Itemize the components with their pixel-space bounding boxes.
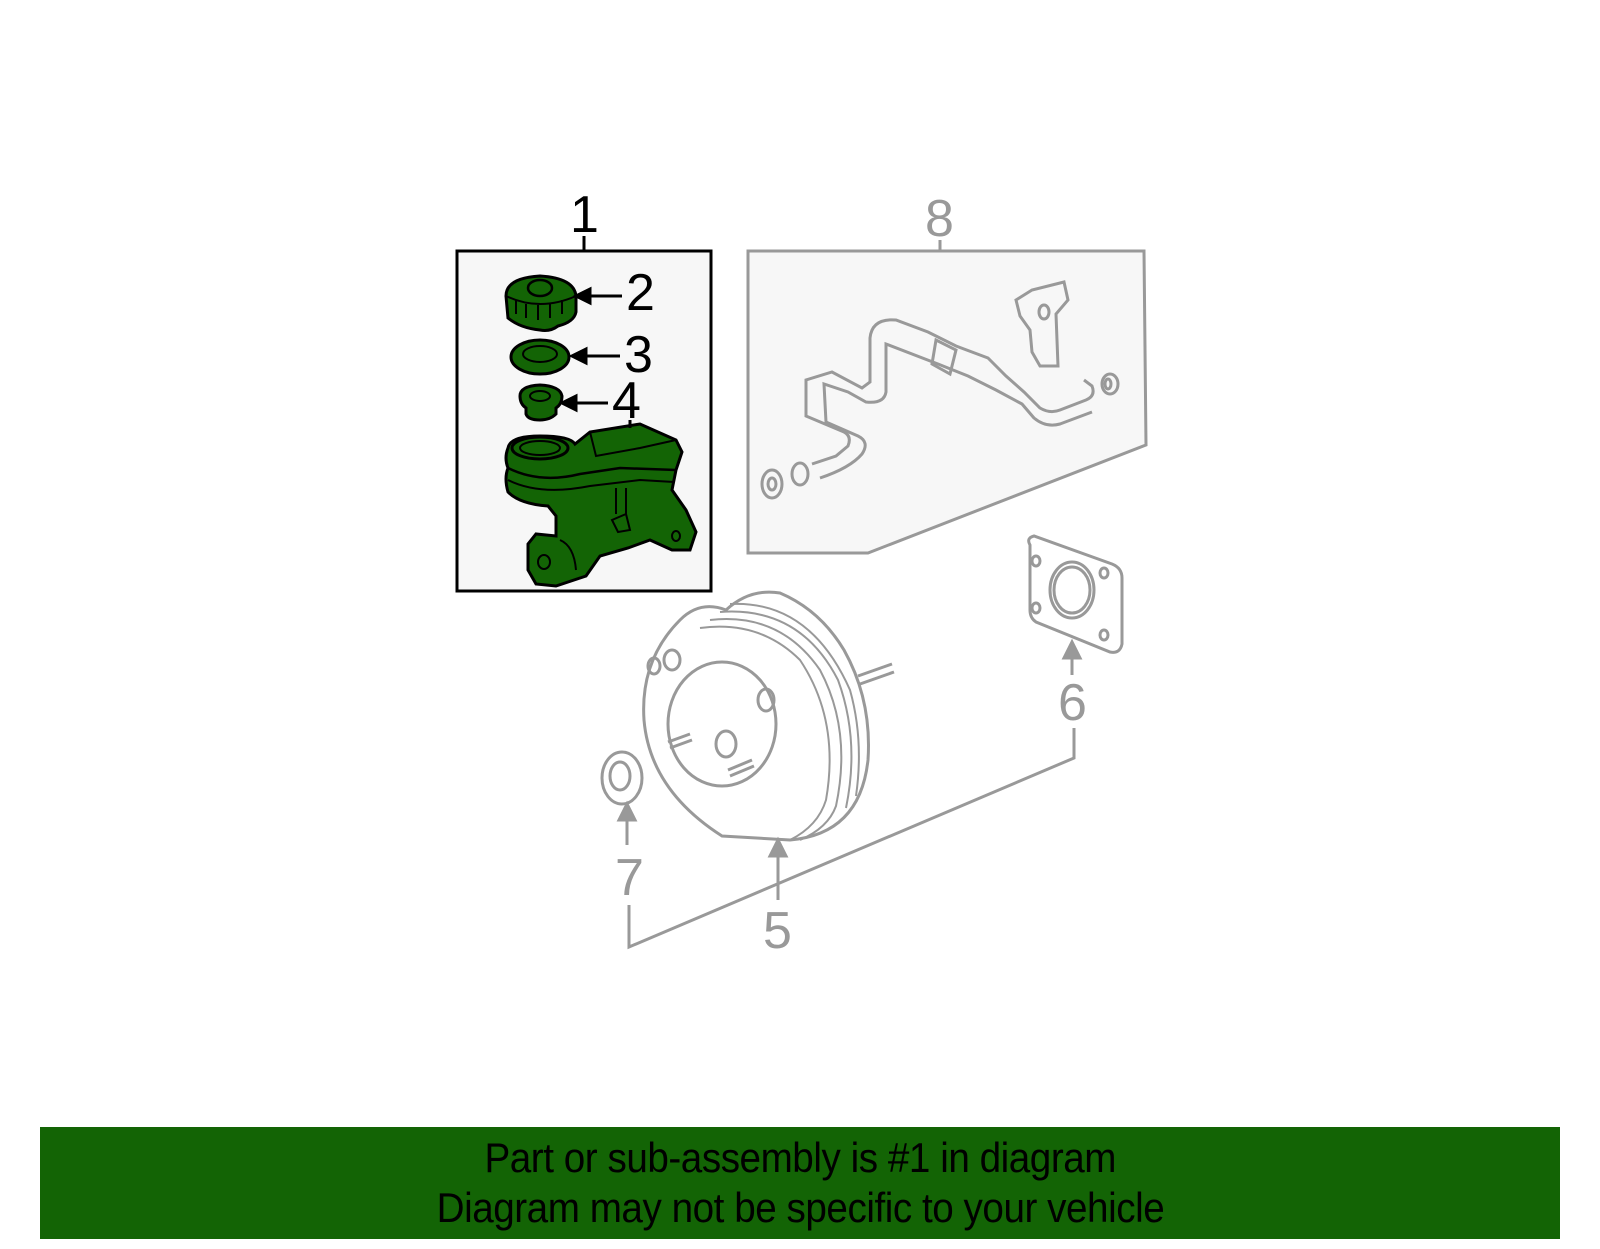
brake-booster-icon[interactable] — [642, 590, 895, 842]
callout-1: 1 — [570, 186, 599, 244]
group-vacuum-hose[interactable]: 8 — [746, 190, 1148, 555]
callout-4: 4 — [612, 372, 641, 430]
callout-2: 2 — [626, 264, 655, 322]
cap-seal-icon[interactable] — [509, 338, 571, 376]
reservoir-grommet-icon[interactable] — [518, 383, 564, 422]
master-cylinder-body-icon[interactable] — [504, 422, 698, 588]
callout-arrows-2-3-4 — [558, 286, 632, 428]
group-master-cylinder[interactable]: 1 2 3 4 — [455, 186, 713, 593]
callout-leaders-5-6-7 — [616, 638, 1083, 950]
callout-6: 6 — [1058, 674, 1087, 732]
callout-5: 5 — [763, 902, 792, 960]
reservoir-cap-icon[interactable] — [504, 274, 578, 332]
diagram-notice-banner: Part or sub-assembly is #1 in diagram Di… — [40, 1127, 1560, 1239]
callout-3: 3 — [624, 326, 653, 384]
vacuum-hose-icon[interactable] — [760, 280, 1120, 500]
banner-line-1: Part or sub-assembly is #1 in diagram — [484, 1134, 1116, 1181]
callout-8: 8 — [925, 190, 954, 248]
banner-line-2: Diagram may not be specific to your vehi… — [436, 1184, 1164, 1231]
booster-gasket-icon[interactable] — [1027, 534, 1124, 654]
callout-7: 7 — [615, 849, 644, 907]
seal-washer-icon[interactable] — [600, 750, 644, 806]
